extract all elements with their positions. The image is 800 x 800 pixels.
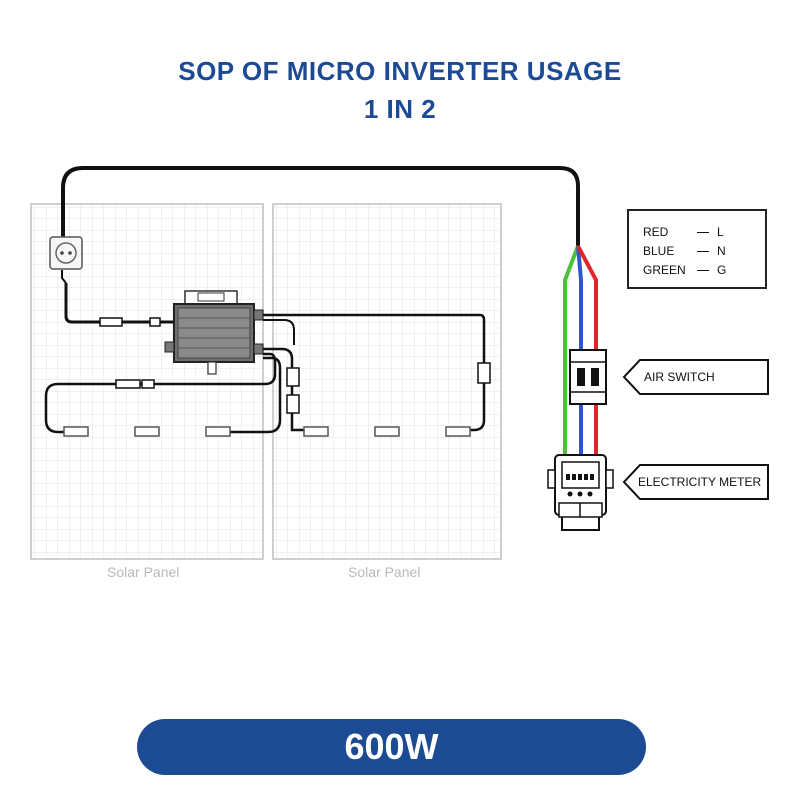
legend-color-blue: BLUE bbox=[643, 244, 675, 258]
legend-color-green: GREEN bbox=[643, 263, 686, 277]
legend-dash bbox=[697, 232, 709, 233]
micro-inverter-icon bbox=[164, 290, 264, 375]
legend-dash bbox=[697, 251, 709, 252]
electricity-meter-icon bbox=[547, 454, 614, 531]
dc-connector-icon bbox=[477, 362, 491, 384]
electricity-meter-label: ELECTRICITY METER bbox=[638, 475, 762, 489]
air-switch-tag bbox=[622, 359, 769, 395]
solar-panel-right bbox=[272, 203, 502, 560]
air-switch-label: AIR SWITCH bbox=[644, 370, 715, 384]
electricity-meter-tag bbox=[622, 464, 769, 500]
title-line-2: 1 IN 2 bbox=[363, 94, 437, 124]
legend-dash bbox=[697, 270, 709, 271]
title-line-1: SOP OF MICRO INVERTER USAGE bbox=[178, 56, 622, 86]
legend-code-l: L bbox=[717, 225, 724, 239]
ac-output-cable bbox=[61, 166, 580, 250]
socket-to-inverter-cable bbox=[64, 283, 100, 324]
air-switch-icon bbox=[569, 349, 607, 405]
junction-box-icon bbox=[63, 426, 471, 437]
legend-color-red: RED bbox=[643, 225, 669, 239]
solar-panel-label-right: Solar Panel bbox=[348, 564, 421, 580]
wattage-banner: 600W bbox=[137, 719, 646, 775]
solar-panel-label-left: Solar Panel bbox=[107, 564, 180, 580]
green-wire bbox=[563, 245, 580, 455]
wire-legend: RED L BLUE N GREEN G bbox=[627, 209, 767, 289]
socket-icon bbox=[49, 236, 83, 284]
legend-code-n: N bbox=[717, 244, 726, 258]
ac-connector-icon bbox=[99, 317, 123, 327]
legend-code-g: G bbox=[717, 263, 727, 277]
